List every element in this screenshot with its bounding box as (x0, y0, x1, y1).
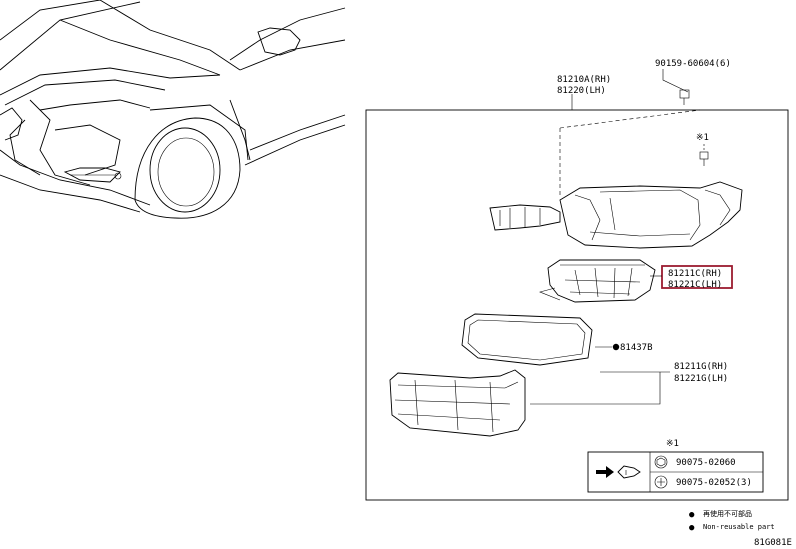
fastener-box-mark: ※1 (666, 439, 679, 449)
non-reusable-marker (612, 343, 620, 351)
diagram-code: 81G081E (754, 538, 792, 548)
arrow-icon (596, 466, 614, 478)
legend-text-jp: 再使用不可部品 (703, 509, 752, 518)
legend-text-en: Non-reusable part (703, 523, 775, 531)
small-screw-icon (699, 144, 709, 166)
highlight-box (661, 265, 733, 289)
bulb-unit-callout-rh: 81211C(RH) (668, 269, 722, 279)
hex-icon (654, 455, 668, 469)
gasket-callout: 81437B (620, 343, 653, 353)
cross-icon (654, 475, 668, 489)
fastener-part-1: 90075-02060 (676, 458, 736, 468)
legend-bullet-en: ● (689, 523, 695, 533)
fastener-part-2: 90075-02052(3) (676, 478, 752, 488)
screw-icon (662, 69, 690, 105)
lens-cover-callout-lh: 81221G(LH) (674, 374, 728, 384)
screw-mark-label: ※1 (696, 133, 709, 143)
gasket-part (461, 313, 593, 366)
fog-lamp-bulb-unit (539, 259, 656, 303)
assembly-frame (365, 109, 789, 501)
clip-icon (617, 465, 641, 479)
screw-callout: 90159-60604(6) (655, 59, 731, 69)
lens-cover-callout-rh: 81211G(RH) (674, 362, 728, 372)
bulb-unit-callout-lh: 81221C(LH) (668, 280, 722, 290)
lens-cover-part (389, 369, 526, 437)
fog-lamp-housing (489, 181, 743, 249)
vehicle-front-illustration (0, 0, 346, 219)
assembly-callout-rh: 81210A(RH) (557, 75, 611, 85)
assembly-callout-lh: 81220(LH) (557, 86, 606, 96)
legend-bullet-jp: ● (689, 510, 695, 520)
